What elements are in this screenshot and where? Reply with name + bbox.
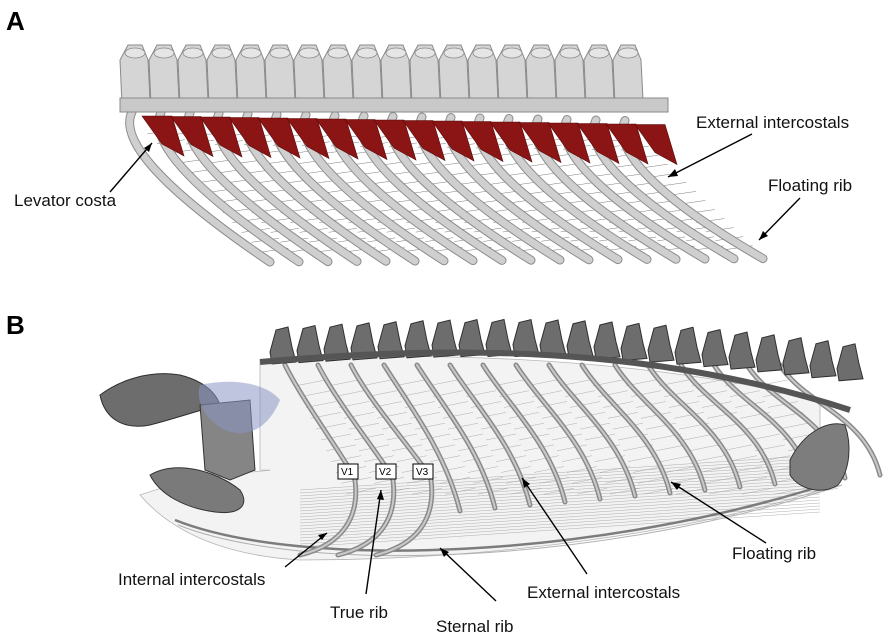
panel-a-levator-costae-muscles: [142, 116, 677, 165]
sternal-rib-label: Sternal rib: [436, 617, 513, 636]
spinous-process: [299, 48, 319, 58]
vertebra: [594, 322, 620, 359]
vertebra: [621, 323, 647, 360]
spinous-process: [154, 48, 174, 58]
v2-label: V2: [379, 467, 392, 478]
spinous-process: [415, 48, 435, 58]
panel-a-external-arrowhead: [668, 169, 678, 177]
internal-intercostals-label: Internal intercostals: [118, 570, 265, 589]
vertebra: [540, 320, 566, 357]
vertebra: [756, 335, 782, 372]
panel-b-external-intercostals-label: External intercostals: [527, 583, 680, 602]
spinous-process: [241, 48, 261, 58]
panel-b: B V1 V2 V3: [6, 310, 880, 636]
spinous-process: [183, 48, 203, 58]
spinous-process: [473, 48, 493, 58]
levator-costa-label: Levator costa: [14, 191, 117, 210]
spinous-process: [270, 48, 290, 58]
spinous-process: [357, 48, 377, 58]
spinous-process: [560, 48, 580, 58]
vertebra: [567, 321, 593, 358]
spinous-process: [386, 48, 406, 58]
spinous-process: [444, 48, 464, 58]
spinous-process: [212, 48, 232, 58]
vertebra: [702, 330, 728, 367]
v2-box: V2: [376, 464, 396, 479]
vertebra: [783, 338, 809, 375]
vertebra: [837, 344, 863, 381]
vertebral-body-row: [120, 98, 668, 112]
spinous-process: [125, 48, 145, 58]
vertebra: [729, 332, 755, 369]
spinous-process: [618, 48, 638, 58]
sternal-rib-arrow: [440, 548, 496, 601]
panel-b-floating-rib-label: Floating rib: [732, 544, 816, 563]
panel-b-letter: B: [6, 310, 25, 340]
panel-a: A Levator costa External intercostals Fl…: [6, 6, 852, 262]
panel-a-floating-rib-label: Floating rib: [768, 176, 852, 195]
spinous-process: [589, 48, 609, 58]
panel-a-external-intercostals-label: External intercostals: [696, 113, 849, 132]
vertebra: [648, 325, 674, 362]
vertebra: [810, 341, 836, 378]
true-rib-label: True rib: [330, 603, 388, 622]
panel-a-vertebral-column: [120, 45, 668, 112]
vertebra: [675, 327, 701, 364]
panel-a-letter: A: [6, 6, 25, 36]
panel-a-external-arrow: [668, 134, 752, 177]
spinous-process: [502, 48, 522, 58]
spinous-process: [328, 48, 348, 58]
v3-label: V3: [416, 467, 429, 478]
panel-a-levator-arrow: [110, 143, 152, 192]
v1-label: V1: [341, 467, 354, 478]
spinous-process: [531, 48, 551, 58]
v1-box: V1: [338, 464, 358, 479]
v3-box: V3: [413, 464, 433, 479]
